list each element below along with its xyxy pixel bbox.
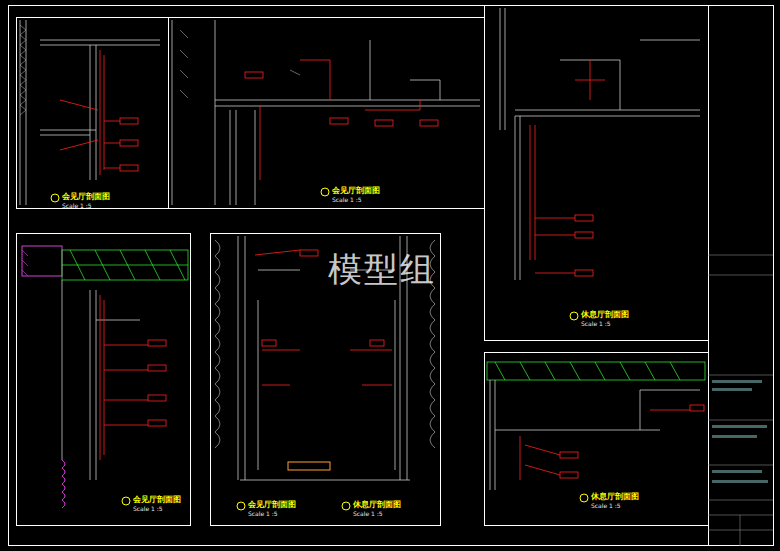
scale-note: Scale 1 :5 — [332, 197, 362, 203]
section-title: 会见厅剖面图 — [133, 496, 181, 504]
section-title: 休息厅剖面图 — [581, 311, 629, 319]
section-title: 会见厅剖面图 — [62, 193, 110, 201]
section-title: 会见厅剖面图 — [332, 187, 380, 195]
watermark: 模型组 — [328, 252, 436, 286]
scale-note: Scale 1 :5 — [248, 511, 278, 517]
section-title: 会见厅剖面图 — [248, 501, 296, 509]
section-title: 休息厅剖面图 — [591, 493, 639, 501]
scale-note: Scale 1 :5 — [581, 321, 611, 327]
scale-note: Scale 1 :5 — [62, 203, 92, 209]
section-title: 休息厅剖面图 — [353, 501, 401, 509]
scale-note: Scale 1 :5 — [591, 503, 621, 509]
scale-note: Scale 1 :5 — [353, 511, 383, 517]
scale-note: Scale 1 :5 — [133, 506, 163, 512]
